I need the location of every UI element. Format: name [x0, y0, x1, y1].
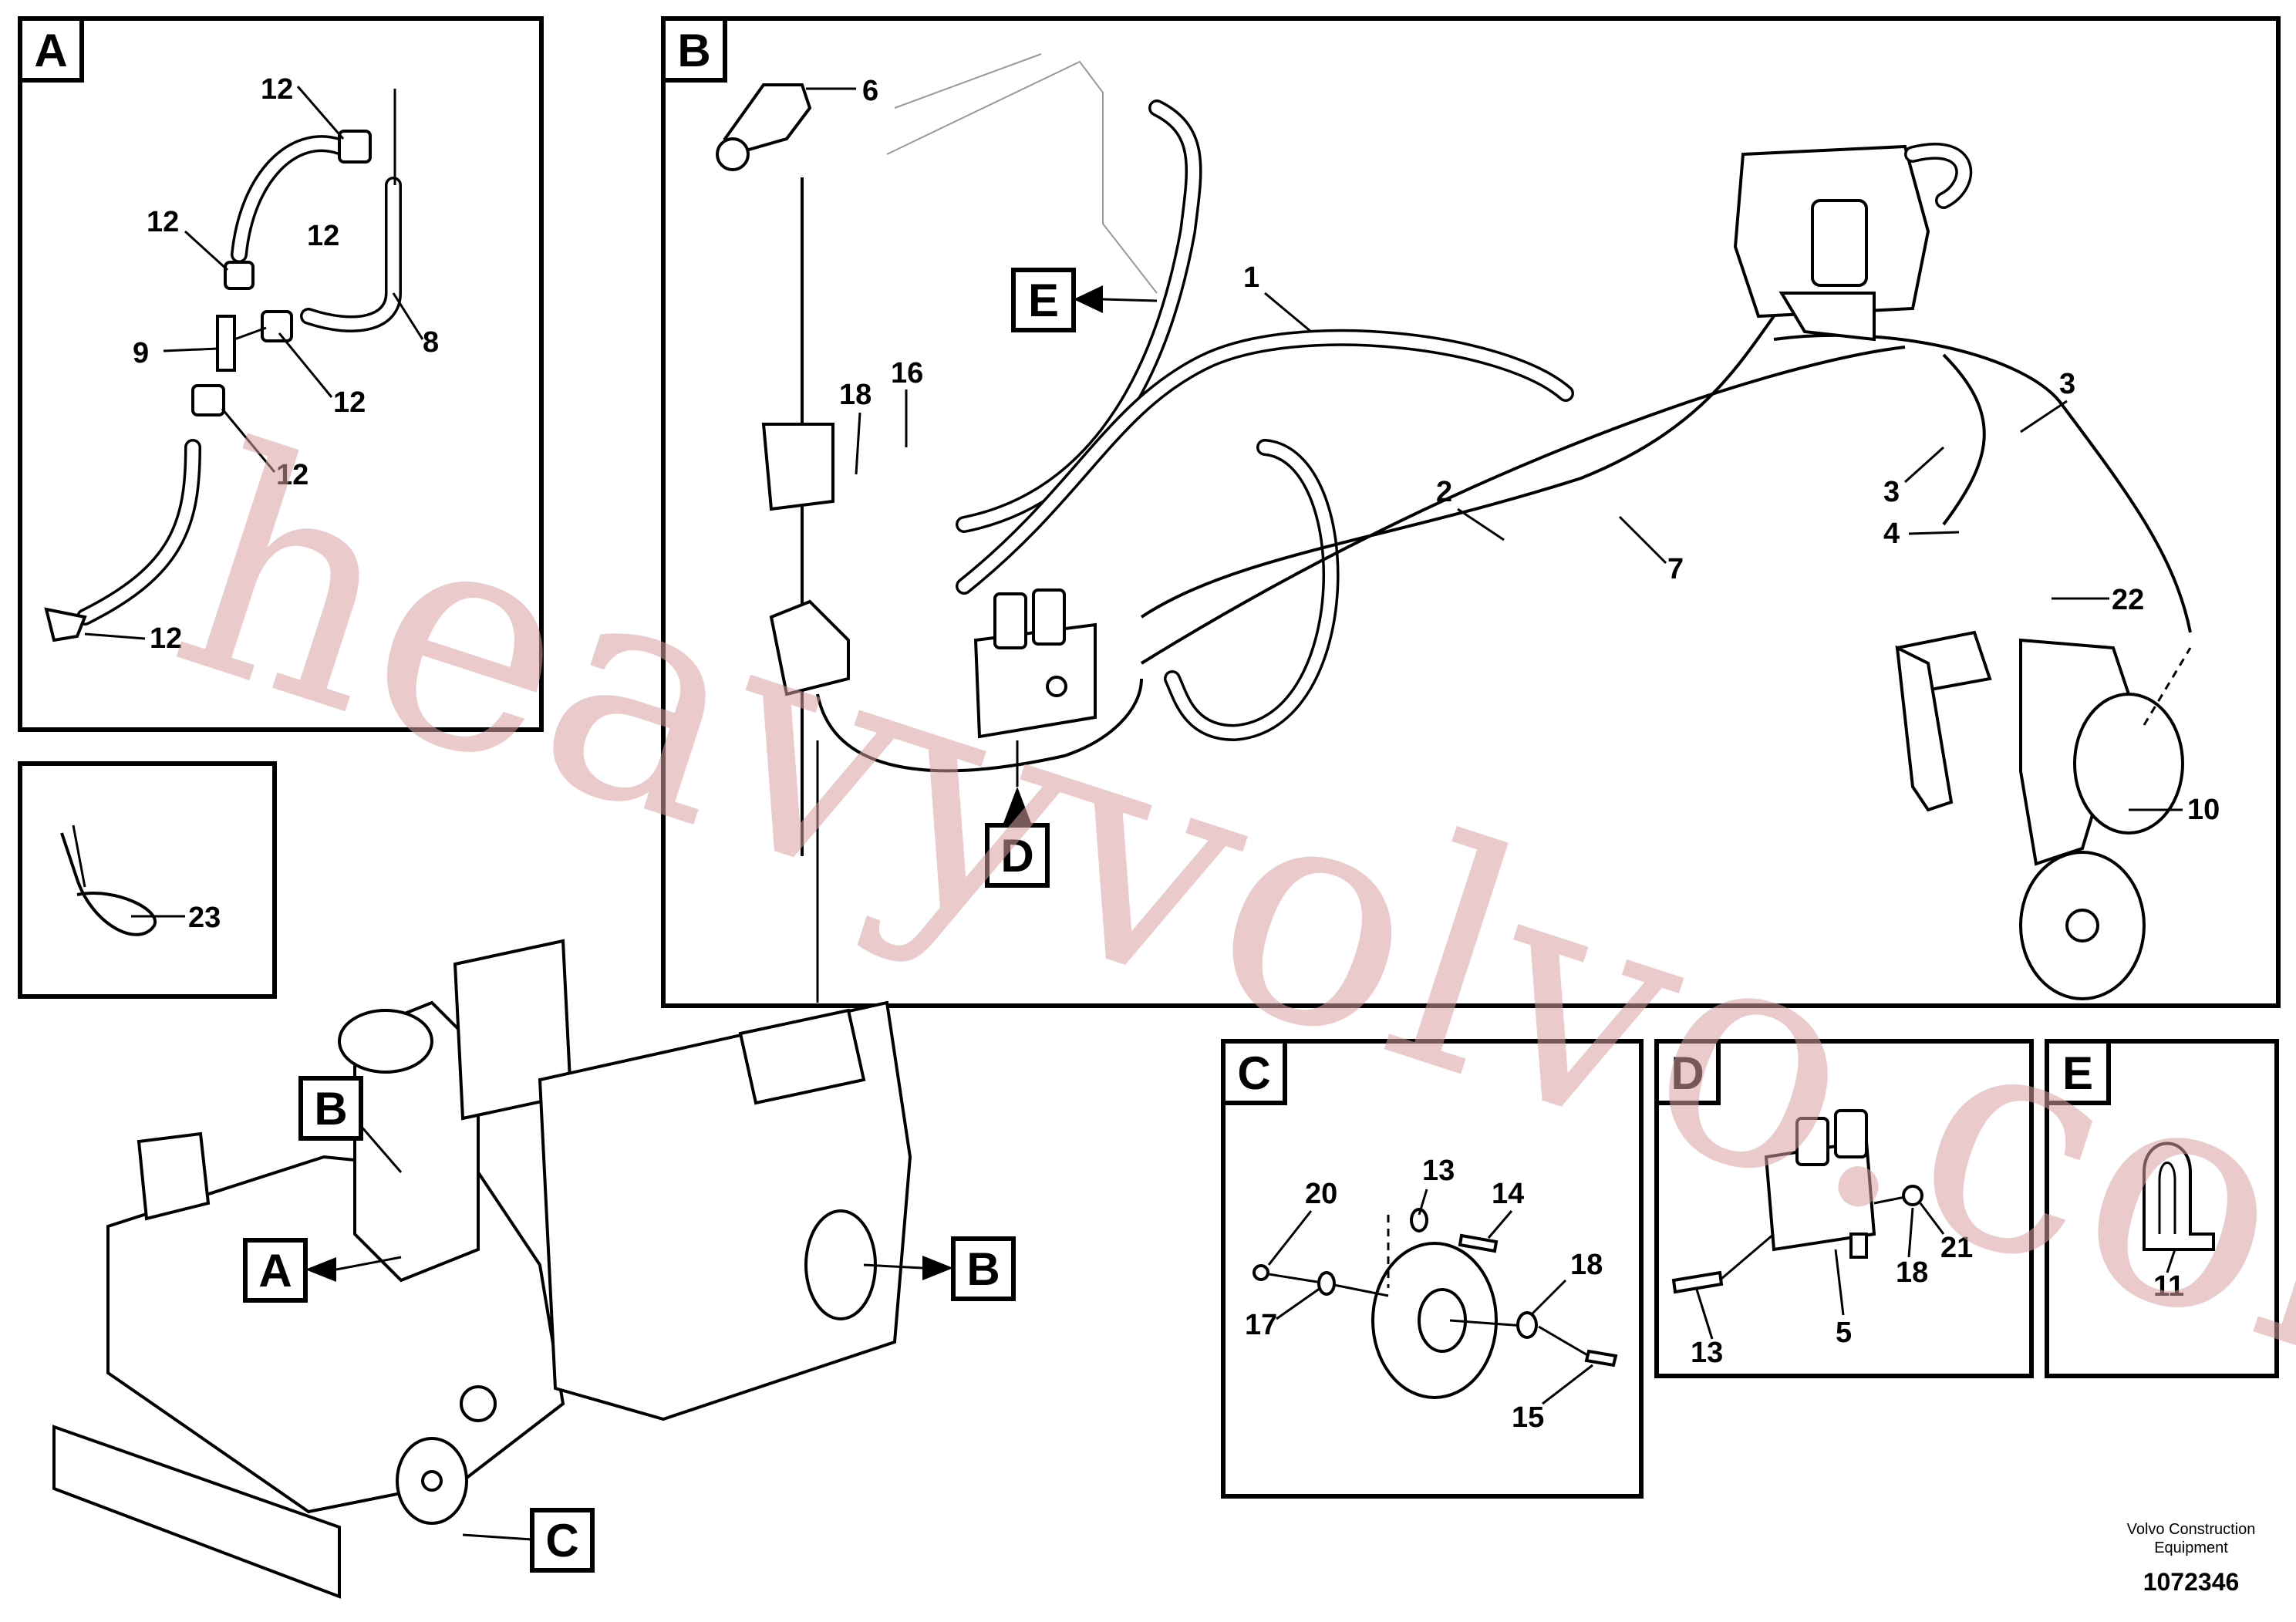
callout-c-14: 14	[1492, 1178, 1524, 1210]
callout-c-17: 17	[1245, 1309, 1277, 1341]
panel-d-label: D	[1671, 1047, 1704, 1099]
callout-b-10: 10	[2187, 794, 2220, 826]
callout-e-11: 11	[2153, 1270, 2184, 1303]
panel-a-label: A	[34, 25, 67, 76]
callout-a-8: 8	[423, 326, 439, 359]
panel-clip: 23	[18, 761, 277, 999]
panel-b: B	[661, 16, 2281, 1008]
panel-c-callouts: 20 13 14 18 17 15	[1245, 1155, 1603, 1434]
callout-a-12-bottom: 12	[150, 622, 182, 655]
callout-a-12-top: 12	[261, 73, 293, 106]
callout-a-12-left: 12	[147, 206, 179, 238]
callout-a-12-low: 12	[276, 459, 308, 491]
callout-b-2: 2	[1436, 476, 1452, 508]
callout-b-4: 4	[1883, 518, 1900, 550]
panel-e: E 11	[2045, 1039, 2279, 1378]
callout-b-22: 22	[2112, 584, 2144, 616]
panel-a: A 12 12 12 9 8 12 12	[18, 16, 544, 732]
callout-d-5: 5	[1836, 1317, 1852, 1349]
svg-text:B: B	[314, 1083, 347, 1135]
callout-d-18: 18	[1896, 1256, 1928, 1289]
ref-tag-d: D	[985, 740, 1050, 888]
svg-text:A: A	[258, 1245, 292, 1297]
ref-tag-e: E	[1011, 268, 1158, 332]
panel-b-label: B	[677, 25, 710, 76]
footer-company-line1: Volvo Construction	[2127, 1521, 2256, 1538]
panel-c-label: C	[1237, 1047, 1270, 1099]
callout-c-13: 13	[1422, 1155, 1455, 1187]
callout-b-16: 16	[891, 357, 923, 389]
callout-a-9: 9	[133, 337, 149, 369]
overview-tag-b2: B	[863, 1236, 1016, 1301]
callout-clip-23: 23	[188, 902, 221, 934]
svg-text:E: E	[1028, 275, 1059, 326]
panel-a-callouts: 12 12 12 9 8 12 12 12	[84, 73, 439, 655]
panel-e-label: E	[2062, 1047, 2093, 1099]
overview-tag-c: C	[462, 1508, 595, 1573]
callout-b-6: 6	[862, 75, 878, 107]
document-number: 1072346	[2143, 1568, 2240, 1596]
callout-d-21: 21	[1940, 1232, 1973, 1264]
callout-a-12-right: 12	[307, 220, 339, 252]
callout-a-12-mid: 12	[333, 386, 366, 419]
svg-text:D: D	[1000, 830, 1033, 882]
callout-c-18: 18	[1570, 1249, 1603, 1281]
overview-tag-a: A	[243, 1238, 402, 1303]
svg-text:C: C	[545, 1515, 578, 1566]
footer-company-line2: Equipment	[2154, 1539, 2228, 1556]
callout-c-15: 15	[1512, 1401, 1544, 1434]
panel-d-callouts: 21 18 13 5	[1691, 1202, 1973, 1369]
footer: Volvo Construction Equipment 1072346	[2127, 1521, 2256, 1596]
callout-b-1: 1	[1243, 261, 1259, 294]
callout-d-13: 13	[1691, 1337, 1723, 1369]
callout-c-20: 20	[1305, 1178, 1337, 1210]
panel-d: D 21 18 13 5	[1654, 1039, 2034, 1378]
machine-overview: B A B C	[52, 939, 1016, 1599]
callout-b-3-top: 3	[2059, 368, 2075, 400]
panel-b-callouts: 6 1 18 16 2 7 3 3 4 22 10	[806, 75, 2220, 826]
panel-c: C 20 13 14 18 17 15	[1221, 1039, 1644, 1499]
overview-tag-b1: B	[298, 1076, 403, 1173]
callout-b-7: 7	[1667, 553, 1684, 585]
callout-b-18: 18	[839, 379, 872, 411]
callout-b-3-mid: 3	[1883, 476, 1900, 508]
svg-text:B: B	[966, 1243, 1000, 1295]
